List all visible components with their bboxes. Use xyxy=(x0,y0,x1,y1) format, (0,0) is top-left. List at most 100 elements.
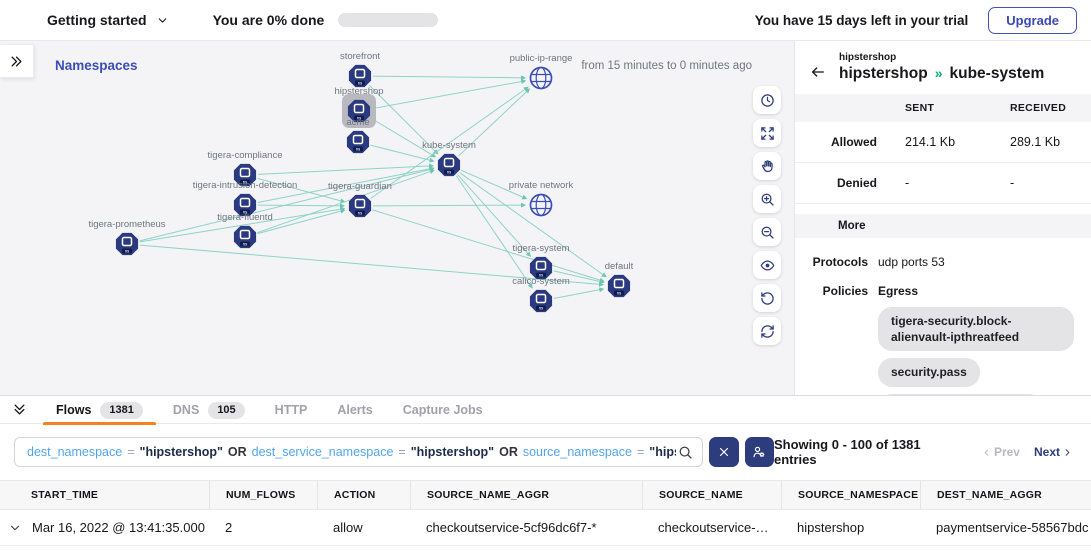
graph-node-private-network[interactable]: private network xyxy=(509,180,574,217)
graph-edge-acme-to-kube-system[interactable] xyxy=(370,144,435,163)
column-header-start_time[interactable]: START_TIME xyxy=(31,489,99,501)
visibility-button[interactable] xyxy=(753,251,781,279)
svg-text:ns: ns xyxy=(243,179,247,184)
policy-tag[interactable]: tigera-security.block-alienvault-ipthrea… xyxy=(878,307,1074,352)
graph-edge-calico-system-to-default[interactable] xyxy=(553,287,605,300)
graph-edge-kube-system-to-private-network[interactable] xyxy=(460,169,528,200)
graph-node-public-ip-range[interactable]: public-ip-range xyxy=(510,53,573,90)
user-settings-button[interactable] xyxy=(744,437,774,467)
progress-label: You are 0% done xyxy=(212,12,325,28)
protocols-label: Protocols xyxy=(812,255,868,269)
query-token-field: source_namespace xyxy=(522,445,632,459)
tab-count-badge: 1381 xyxy=(100,401,143,419)
graph-edge-hipstershop-to-kube-system[interactable] xyxy=(369,117,437,158)
getting-started-label: Getting started xyxy=(47,12,147,28)
svg-text:ns: ns xyxy=(243,209,247,214)
graph-edge-storefront-to-public-ip-range[interactable] xyxy=(372,75,527,81)
query-token-value: "hipstershop" xyxy=(410,445,495,459)
network-graph[interactable]: nsstorefrontnshipstershopnsacmenskube-sy… xyxy=(0,41,795,395)
zoom-in-button[interactable] xyxy=(753,185,781,213)
column-header-num_flows[interactable]: NUM_FLOWS xyxy=(209,481,317,509)
policy-tag[interactable]: platform.allow-kube-dns xyxy=(878,393,1043,395)
query-token-value: "hipstershop xyxy=(649,445,676,459)
graph-edge-tigera-compliance-to-tigera-guardian[interactable] xyxy=(257,177,346,204)
graph-edge-hipstershop-to-public-ip-range[interactable] xyxy=(371,79,527,110)
column-header-source_name_aggr[interactable]: SOURCE_NAME_AGGR xyxy=(410,481,642,509)
tab-alerts[interactable]: Alerts xyxy=(337,403,373,417)
getting-started-menu[interactable]: Getting started xyxy=(47,12,169,28)
graph-node-tigera-compliance[interactable]: ns tigera-compliance xyxy=(208,150,283,187)
collapse-panel-button[interactable] xyxy=(12,402,27,417)
graph-node-label: tigera-fluentd xyxy=(217,212,272,223)
pan-button[interactable] xyxy=(753,152,781,180)
graph-edge-tigera-fluentd-to-tigera-guardian[interactable] xyxy=(257,208,346,235)
column-header-action[interactable]: ACTION xyxy=(317,481,410,509)
graph-edge-tigera-prometheus-to-kube-system[interactable] xyxy=(139,167,435,242)
zoom-out-button[interactable] xyxy=(753,218,781,246)
tab-capture-jobs[interactable]: Capture Jobs xyxy=(402,403,483,417)
tab-http[interactable]: HTTP xyxy=(274,403,308,417)
graph-edge-tigera-guardian-to-default[interactable] xyxy=(372,209,605,283)
hand-icon xyxy=(760,159,775,174)
graph-edge-kube-system-to-calico-system[interactable] xyxy=(455,175,533,289)
search-icon xyxy=(678,445,693,460)
clear-filter-button[interactable] xyxy=(709,437,739,467)
column-header-source_namespace[interactable]: SOURCE_NAMESPACE xyxy=(781,481,920,509)
graph-edge-tigera-fluentd-to-kube-system[interactable] xyxy=(257,169,435,234)
graph-edge-tigera-compliance-to-kube-system[interactable] xyxy=(257,163,435,175)
time-button[interactable] xyxy=(753,86,781,114)
received-value: 289.1 Kb xyxy=(1010,135,1061,149)
upgrade-button[interactable]: Upgrade xyxy=(988,6,1077,34)
graph-edge-tigera-prometheus-to-default[interactable] xyxy=(139,244,605,287)
traffic-col-sent: SENT xyxy=(905,102,935,114)
results-count-label: Showing 0 - 100 of 1381 entries xyxy=(773,437,921,467)
graph-edge-tigera-system-to-default[interactable] xyxy=(553,270,605,284)
policy-tag[interactable]: security.pass xyxy=(878,358,980,387)
column-header-source_name[interactable]: SOURCE_NAME xyxy=(642,481,781,509)
details-header: hipstershop hipstershop»kube-system xyxy=(795,41,1091,94)
back-button[interactable] xyxy=(810,64,826,80)
fit-view-button[interactable] xyxy=(753,119,781,147)
query-token-bool: OR xyxy=(499,445,518,459)
sidebar-expand-button[interactable] xyxy=(0,44,34,78)
graph-edge-kube-system-to-public-ip-range[interactable] xyxy=(458,88,531,157)
column-header-dest_name_aggr[interactable]: DEST_NAME_AGGR xyxy=(920,481,1091,509)
graph-edge-tigera-prometheus-to-tigera-guardian[interactable] xyxy=(139,206,346,243)
graph-node-label: tigera-compliance xyxy=(208,150,283,161)
graph-edge-kube-system-to-tigera-system[interactable] xyxy=(457,174,532,257)
prev-page-button[interactable]: Prev xyxy=(981,445,1020,459)
refresh-button[interactable] xyxy=(753,317,781,345)
graph-edge-kube-system-to-default[interactable] xyxy=(459,172,607,278)
graph-node-label: default xyxy=(605,261,634,272)
graph-node-label: kube-system xyxy=(422,140,476,151)
graph-edge-tigera-guardian-to-public-ip-range[interactable] xyxy=(370,86,529,199)
next-page-button[interactable]: Next xyxy=(1034,445,1073,459)
graph-edge-tigera-intrusion-detection-to-kube-system[interactable] xyxy=(257,166,435,203)
query-token-bool: OR xyxy=(227,445,247,459)
graph-edge-tigera-intrusion-detection-to-tigera-guardian[interactable] xyxy=(257,203,346,209)
sent-value: - xyxy=(905,176,910,190)
undo-button[interactable] xyxy=(753,284,781,312)
expand-icon xyxy=(760,126,775,141)
row-expand-chevron-icon[interactable] xyxy=(8,521,22,535)
graph-edge-storefront-to-kube-system[interactable] xyxy=(368,84,439,155)
graph-edge-tigera-guardian-to-private-network[interactable] xyxy=(372,202,527,208)
double-chevron-right-icon xyxy=(9,54,24,69)
svg-text:ns: ns xyxy=(539,272,543,277)
